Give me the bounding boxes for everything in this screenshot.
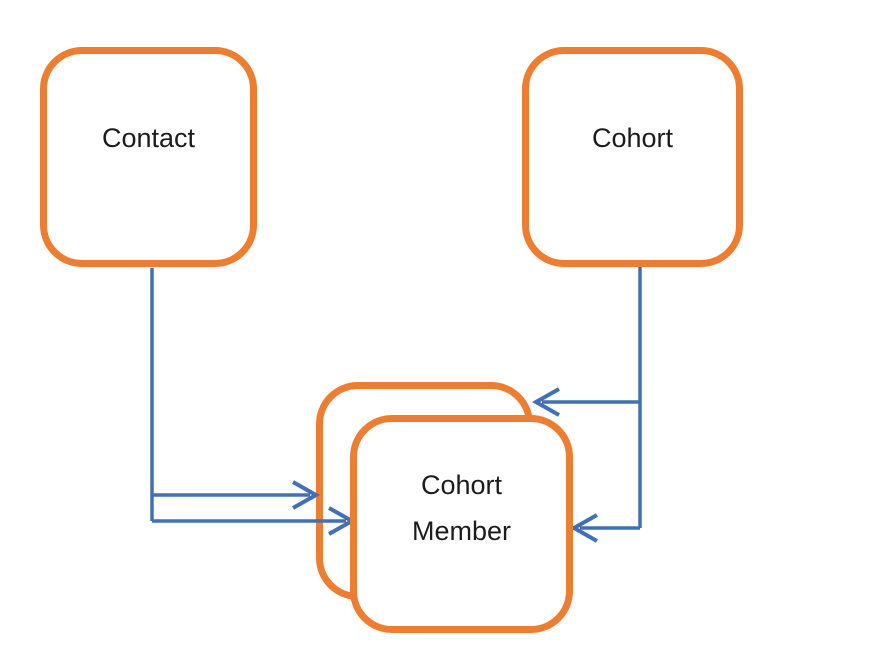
edge-cohort-to-cohort-member-front bbox=[569, 513, 640, 543]
node-contact-label: Contact bbox=[101, 123, 196, 154]
arrowhead-left-icon bbox=[569, 513, 598, 543]
node-cohort-label: Cohort bbox=[591, 123, 674, 154]
node-contact: Contact bbox=[40, 47, 257, 267]
arrowhead-right-icon bbox=[292, 480, 321, 510]
node-cohort: Cohort bbox=[522, 47, 743, 267]
edge-contact-to-cohort-member-back bbox=[150, 268, 321, 521]
arrowhead-left-icon bbox=[531, 387, 560, 417]
node-cohort-member: Cohort Member bbox=[350, 415, 573, 633]
node-cohort-member-label: Cohort Member bbox=[411, 470, 512, 546]
